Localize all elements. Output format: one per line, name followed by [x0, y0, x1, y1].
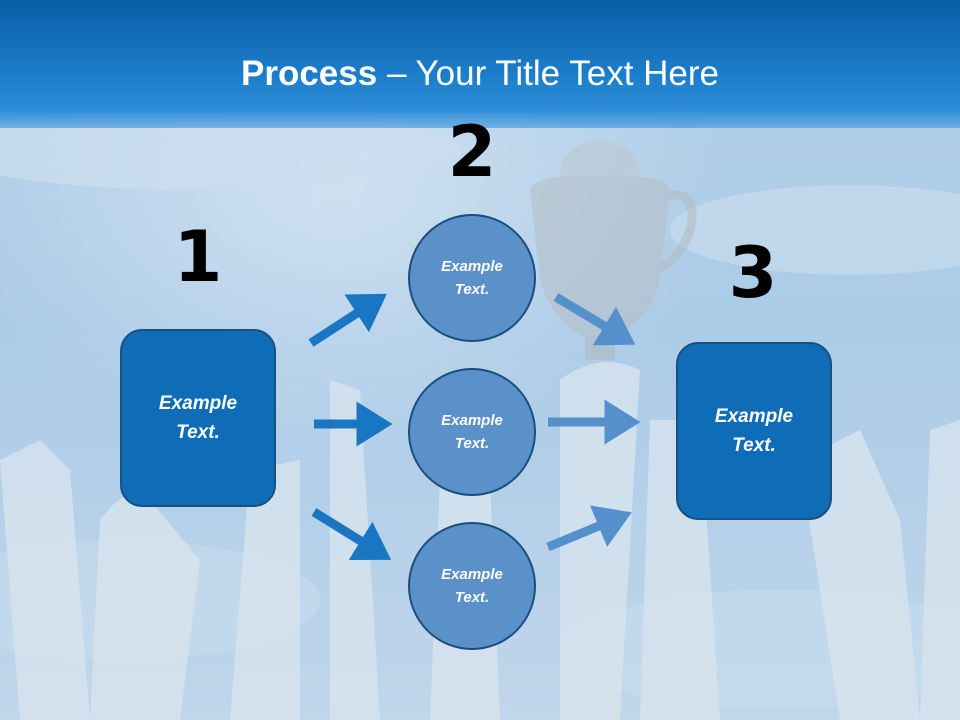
middle-circle-label: Example Text. — [441, 412, 503, 452]
step-number-3: 3 — [728, 232, 778, 314]
slide-title: Process – Your Title Text Here — [0, 52, 960, 96]
title-strong: Process — [241, 54, 378, 93]
arrow-from-bottom-circle — [546, 505, 632, 552]
arrow-to-bottom-circle — [311, 508, 392, 560]
step-number-2: 2 — [447, 111, 497, 193]
right-box-label: Example Text. — [714, 406, 794, 456]
bottom-circle: Example Text. — [408, 522, 536, 650]
top-circle: Example Text. — [408, 214, 536, 342]
title-rest: – Your Title Text Here — [377, 54, 719, 93]
left-box-label: Example Text. — [158, 393, 238, 443]
middle-circle: Example Text. — [408, 368, 536, 496]
bottom-circle-label: Example Text. — [441, 566, 503, 606]
title-bar — [0, 0, 960, 128]
left-process-box: Example Text. — [120, 329, 276, 507]
arrow-from-top-circle — [553, 293, 636, 346]
step-number-1: 1 — [173, 216, 223, 298]
top-circle-label: Example Text. — [441, 258, 503, 298]
raised-arms — [0, 362, 960, 720]
arrow-to-top-circle — [308, 293, 387, 347]
right-process-box: Example Text. — [676, 342, 832, 520]
